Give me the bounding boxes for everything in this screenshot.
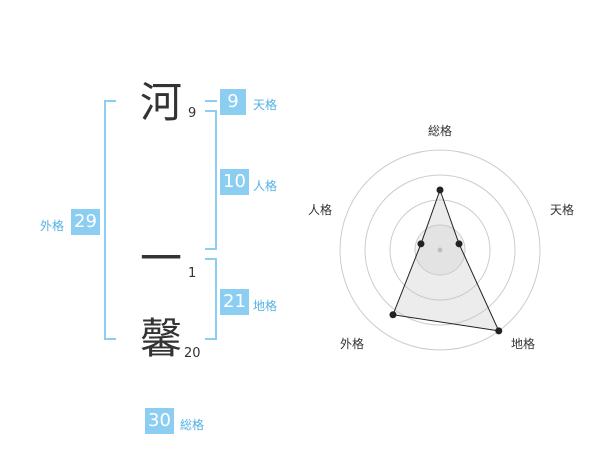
radar-point-0 [436,186,444,194]
stroke-count-1: 9 [188,106,197,121]
radar-axis-label-tenkaku: 天格 [550,203,575,217]
radar-polygon [392,188,500,332]
radar-point-4 [417,240,425,248]
name-char-1: 河 [140,78,183,127]
gaikaku-label: 外格 [40,219,65,233]
radar-point-1 [455,240,463,248]
radar-center [437,247,443,253]
soukaku-value: 30 [145,408,174,434]
gaikaku-bracket [104,100,116,340]
radar-chart [339,149,541,351]
soukaku-label: 総格 [180,418,205,432]
name-char-2: 一 [140,234,183,283]
radar-axis-label-chikaku: 地格 [511,337,536,351]
radar-axis-label-jinkaku: 人格 [308,203,333,217]
jinkaku-bracket [205,110,217,250]
stroke-count-3: 20 [184,346,201,361]
jinkaku-value: 10 [220,169,249,195]
tenkaku-label: 天格 [253,98,278,112]
radar-axis-label-gaikaku: 外格 [340,337,365,351]
jinkaku-label: 人格 [253,179,278,193]
gaikaku-value: 29 [71,209,100,235]
chikaku-label: 地格 [253,299,278,313]
tenkaku-tick [205,100,217,102]
stroke-count-2: 1 [188,266,197,281]
tenkaku-value: 9 [220,89,246,115]
radar-point-3 [389,311,397,319]
radar-point-2 [495,327,503,335]
name-char-3: 馨 [140,314,183,363]
radar-axis-label-soukaku: 総格 [428,124,453,138]
chikaku-value: 21 [220,289,249,315]
chikaku-bracket [205,258,217,340]
